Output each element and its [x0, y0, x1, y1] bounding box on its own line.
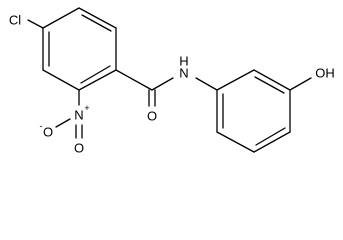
- bond-ring2-6: [216, 69, 255, 91]
- atom-label-cl: Cl: [9, 13, 21, 28]
- atom-label-n-nitro: N: [74, 108, 83, 123]
- bond-ring2-5: [253, 69, 291, 91]
- bond-n-o-side: [55, 118, 71, 128]
- chemical-structure: Cl H N O N + O O - OH: [9, 7, 335, 156]
- bond-c-oh: [289, 77, 312, 91]
- bond-c-cl: [27, 19, 44, 29]
- charge-o-nitro-side: -: [40, 121, 43, 131]
- atom-label-o-carbonyl: O: [147, 109, 157, 124]
- bond-c-n-amide: [151, 77, 174, 91]
- atom-labels: Cl H N O N + O O - OH: [9, 13, 335, 156]
- bond-ring1-5: [42, 69, 80, 91]
- atom-label-n-amide: N: [179, 66, 188, 81]
- bond-ring2-double-c: [254, 76, 285, 94]
- bond-ring2-3: [253, 131, 291, 153]
- atom-label-oh: OH: [315, 66, 335, 81]
- atom-label-h-amide: H: [179, 54, 188, 69]
- bond-ring2-double-b: [255, 127, 286, 146]
- atom-label-o-nitro-side: O: [43, 125, 53, 140]
- charge-n-nitro: +: [84, 103, 89, 113]
- bond-ring1-1: [42, 7, 80, 29]
- bond-ring1-2: [78, 7, 117, 29]
- bond-ring2-2: [216, 131, 255, 153]
- atom-label-o-nitro-top: O: [74, 141, 84, 156]
- bond-ring1-double-a: [81, 14, 112, 32]
- bond-n-c-aryl: [195, 77, 218, 91]
- bond-ring1-double-b: [80, 65, 111, 84]
- bonds: [27, 7, 312, 153]
- bond-ring1-4: [78, 69, 117, 91]
- bond-c-carbonyl: [115, 69, 153, 91]
